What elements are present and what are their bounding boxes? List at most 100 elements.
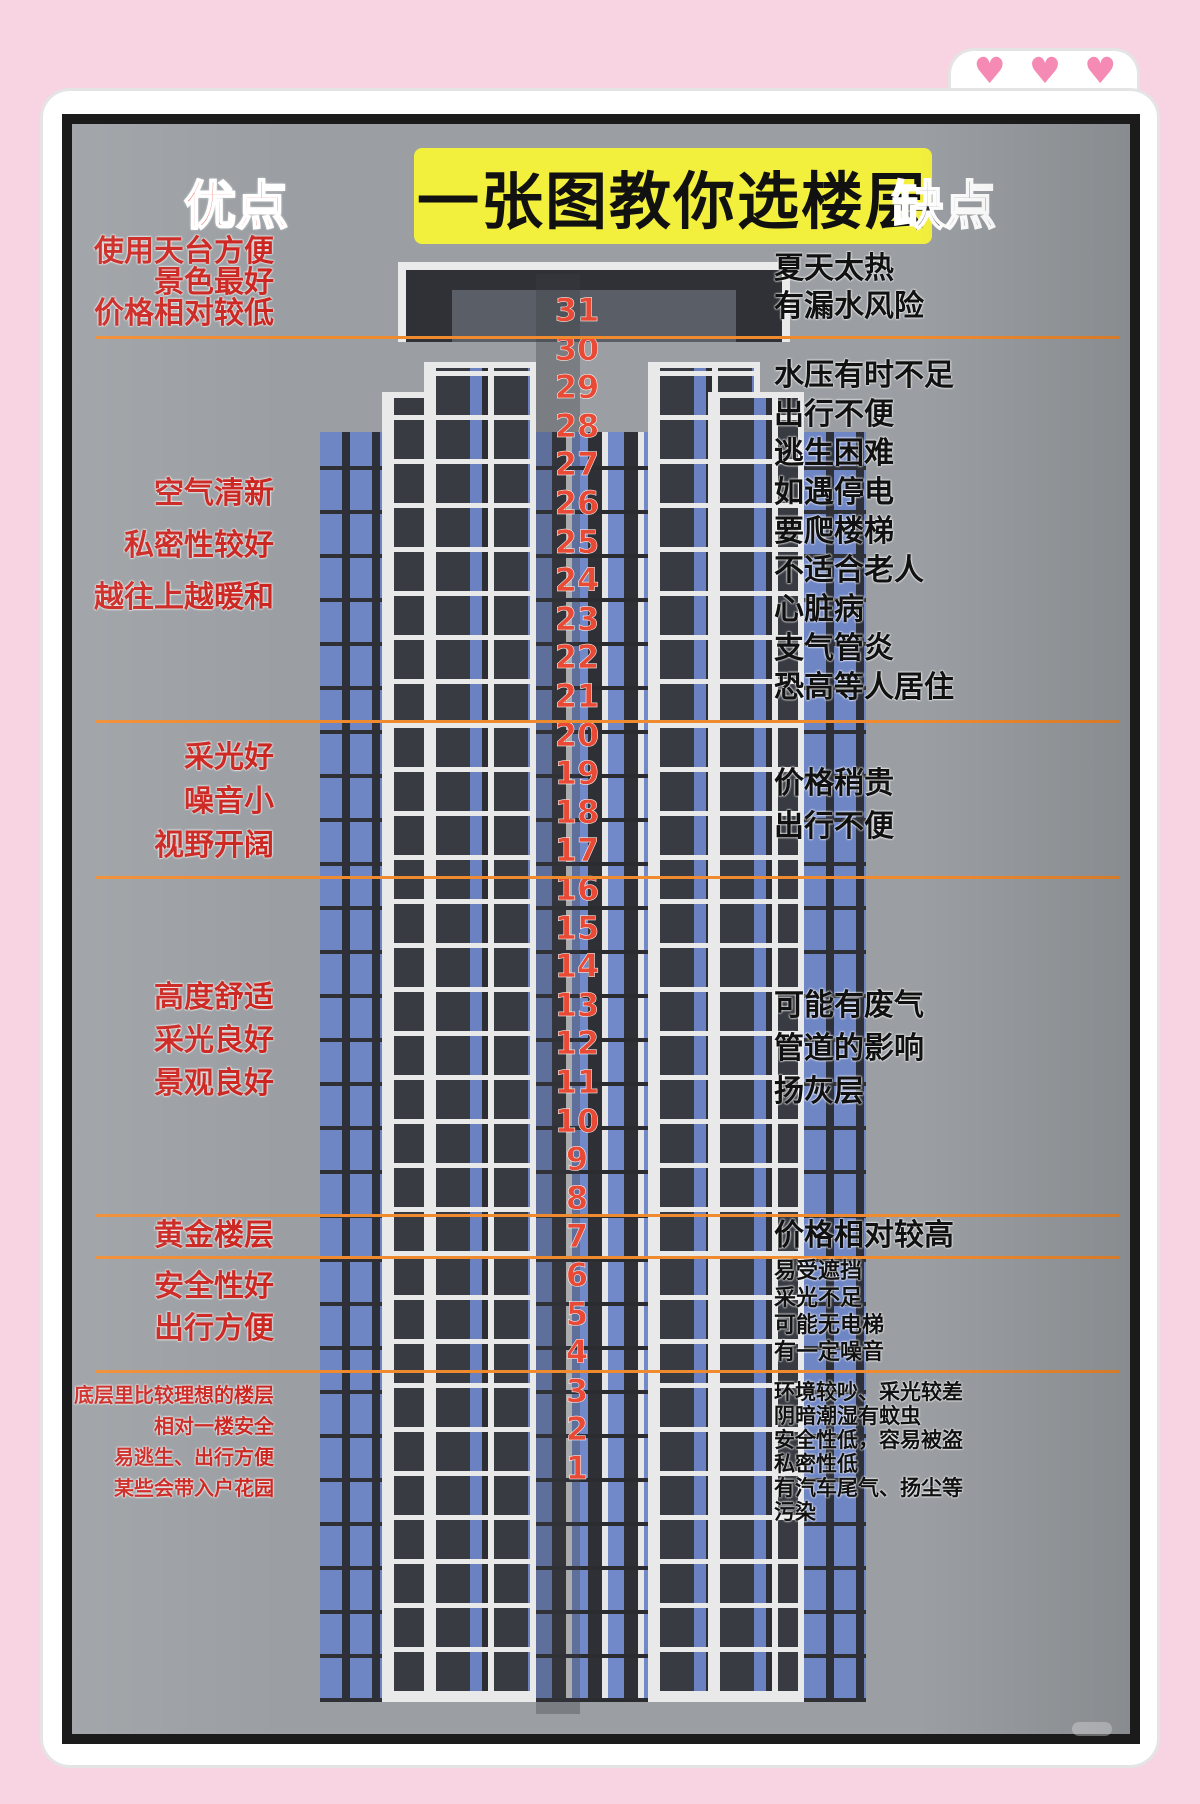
heart-icon: ♥ — [1028, 51, 1062, 92]
cons-item: 水压有时不足 — [774, 358, 954, 393]
pros-section-bottom: 底层里比较理想的楼层 相对一楼安全 易逃生、出行方便 某些会带入户花园 — [74, 1380, 274, 1504]
cons-item: 恐高等人居住 — [774, 670, 954, 705]
pros-item: 黄金楼层 — [154, 1218, 274, 1253]
floor-number: 19 — [554, 754, 600, 793]
cons-item: 私密性低 — [774, 1452, 858, 1476]
floor-number: 1 — [565, 1449, 589, 1487]
pros-item: 视野开阔 — [154, 828, 274, 863]
floor-number: 12 — [554, 1024, 600, 1063]
cons-item: 不适合老人 — [774, 553, 924, 588]
floor-number: 10 — [554, 1101, 600, 1140]
page-title: 一张图教你选楼层 — [416, 165, 929, 238]
pros-item: 越往上越暖和 — [94, 580, 274, 615]
cons-section-upper: 价格稍贵 出行不便 — [774, 762, 894, 848]
floor-number: 27 — [554, 445, 600, 484]
section-divider — [96, 1256, 1120, 1259]
tower-right-outer — [804, 432, 866, 1702]
pros-item: 噪音小 — [184, 784, 274, 819]
pros-section-high: 空气清新 私密性较好 越往上越暖和 — [94, 468, 274, 624]
pros-item: 某些会带入户花园 — [114, 1476, 274, 1500]
cons-item: 出行不便 — [774, 397, 894, 432]
tower-core — [536, 432, 648, 1702]
building-illustration — [320, 262, 866, 1702]
floor-number: 28 — [554, 406, 600, 445]
section-divider — [96, 720, 1120, 723]
pros-item: 使用天台方便 — [94, 234, 274, 269]
pros-item: 出行方便 — [154, 1311, 274, 1346]
title-banner: 一张图教你选楼层 — [414, 148, 932, 244]
floor-number: 26 — [554, 484, 600, 522]
floor-number: 21 — [554, 677, 600, 715]
cons-item: 出行不便 — [774, 809, 894, 844]
cons-item: 安全性低，容易被盗 — [774, 1428, 963, 1452]
tower-right-wing — [708, 392, 804, 1702]
cons-item: 可能有废气 — [774, 988, 924, 1023]
cons-item: 管道的影响 — [774, 1031, 924, 1066]
floor-number: 3 — [565, 1371, 589, 1410]
floor-number: 22 — [554, 638, 600, 677]
cons-item: 有漏水风险 — [774, 289, 924, 324]
floor-number: 13 — [554, 985, 600, 1024]
pros-item: 易逃生、出行方便 — [114, 1445, 274, 1469]
floor-number: 25 — [554, 522, 600, 561]
pros-section-middle: 高度舒适 采光良好 景观良好 — [154, 976, 274, 1105]
cons-item: 阴暗潮湿有蚊虫 — [774, 1404, 921, 1428]
pros-item: 价格相对较低 — [94, 296, 274, 331]
cons-item: 易受遮挡 — [774, 1259, 863, 1284]
pros-section-golden: 黄金楼层 — [154, 1218, 274, 1254]
heart-icon: ♥ — [1084, 51, 1117, 92]
floor-number: 5 — [565, 1294, 589, 1333]
pros-item: 安全性好 — [154, 1269, 274, 1304]
cons-item: 支气管炎 — [774, 631, 894, 666]
floor-number: 31 — [554, 291, 600, 329]
pros-item: 景观良好 — [154, 1066, 274, 1101]
floor-number: 15 — [554, 908, 600, 947]
cons-item: 逃生困难 — [774, 436, 894, 471]
pros-item: 高度舒适 — [154, 980, 274, 1015]
cons-item: 要爬楼梯 — [774, 514, 894, 549]
cons-item: 污染 — [774, 1500, 816, 1524]
floor-number: 8 — [565, 1178, 589, 1217]
floor-number: 9 — [565, 1140, 589, 1179]
cons-section-bottom: 环境较吵、采光较差 阴暗潮湿有蚊虫 安全性低，容易被盗 私密性低 有汽车尾气、扬… — [774, 1380, 963, 1524]
cons-item: 有汽车尾气、扬尘等 — [774, 1476, 963, 1500]
cons-item: 有一定噪音 — [774, 1340, 885, 1365]
floor-number: 17 — [554, 831, 600, 870]
pros-section-upper: 采光好 噪音小 视野开阔 — [154, 736, 274, 868]
floor-number: 4 — [565, 1333, 589, 1372]
section-divider — [96, 336, 1120, 339]
cons-item: 可能无电梯 — [774, 1313, 885, 1338]
floor-number: 23 — [554, 599, 600, 638]
pros-section-top: 使用天台方便 景色最好 价格相对较低 — [94, 236, 274, 329]
pros-item: 相对一楼安全 — [154, 1414, 274, 1438]
cons-section-low: 易受遮挡 采光不足 可能无电梯 有一定噪音 — [774, 1258, 884, 1366]
tower-left-main — [424, 362, 536, 1702]
section-divider — [96, 1370, 1120, 1373]
cons-section-middle: 可能有废气 管道的影响 扬灰层 — [774, 984, 924, 1113]
floor-number: 14 — [554, 947, 600, 986]
cons-item: 扬灰层 — [774, 1074, 864, 1109]
floor-number: 7 — [565, 1217, 589, 1256]
cons-section-high: 水压有时不足 出行不便 逃生困难 如遇停电 要爬楼梯 不适合老人 心脏病 支气管… — [774, 356, 954, 707]
pros-item: 私密性较好 — [124, 528, 274, 563]
cons-item: 如遇停电 — [774, 475, 894, 510]
cons-item: 心脏病 — [774, 592, 864, 627]
cons-item: 价格稍贵 — [774, 766, 894, 801]
floor-number: 18 — [554, 792, 600, 831]
cons-item: 夏天太热 — [774, 251, 894, 286]
floor-number-column — [536, 274, 580, 1714]
cons-section-golden: 价格相对较高 — [774, 1218, 954, 1254]
floor-number: 24 — [554, 561, 600, 600]
section-divider — [96, 1214, 1120, 1217]
pros-heading: 优点 — [183, 176, 289, 238]
cons-item: 采光不足 — [774, 1286, 863, 1311]
pros-section-low: 安全性好 出行方便 — [154, 1266, 274, 1350]
pros-item: 底层里比较理想的楼层 — [74, 1383, 274, 1407]
heart-row: ♥ ♥ ♥ — [962, 52, 1128, 92]
pros-item: 空气清新 — [154, 476, 274, 511]
tower-left-outer — [320, 432, 382, 1702]
cons-item: 环境较吵、采光较差 — [774, 1380, 963, 1404]
floor-number: 6 — [565, 1256, 589, 1294]
floor-number: 2 — [565, 1410, 589, 1449]
heart-icon: ♥ — [973, 51, 1006, 92]
